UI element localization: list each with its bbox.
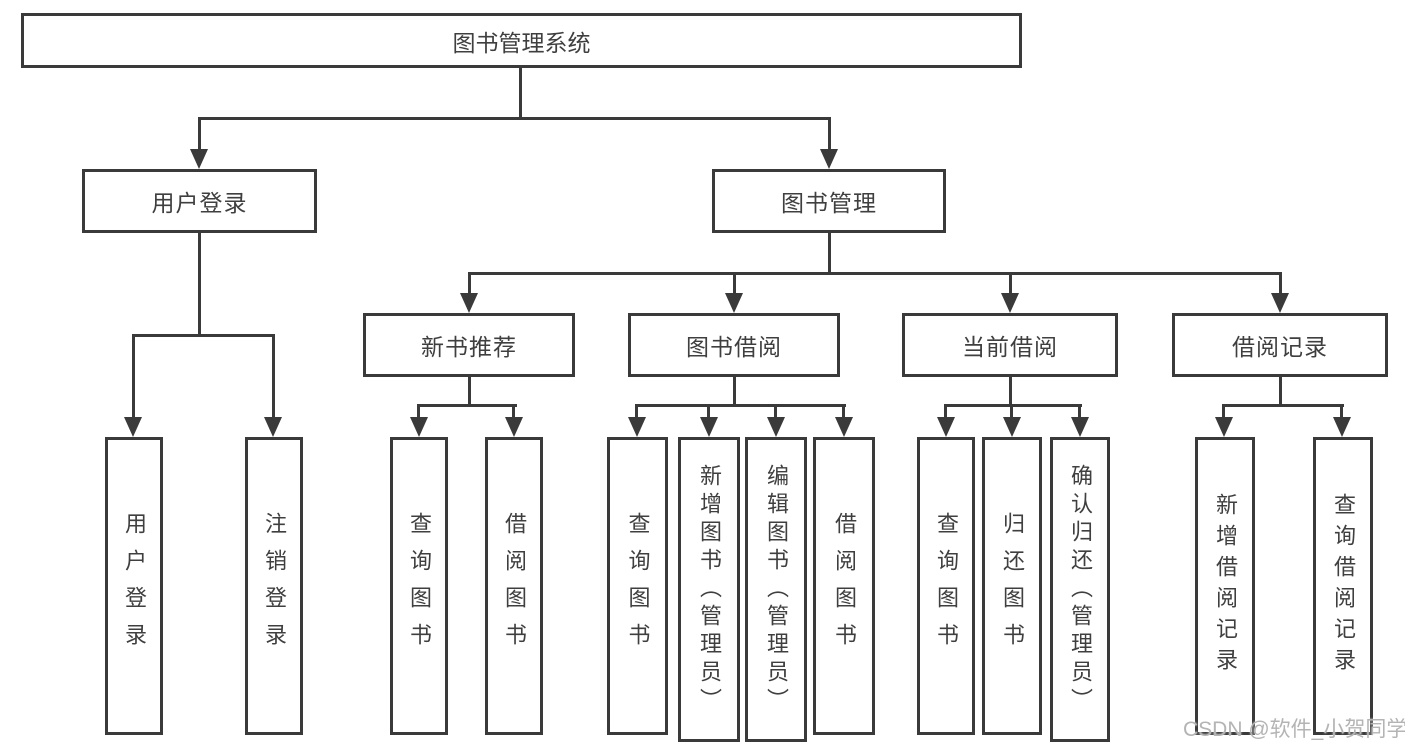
- arrow-down-icon: [820, 149, 838, 169]
- leaf-borrow-book-1: 借阅图书: [485, 437, 543, 735]
- leaf-confirm-return-admin: 确认归还（管理员）: [1050, 437, 1110, 742]
- leaf-user-login: 用户登录: [105, 437, 163, 735]
- leaf-return-book: 归还图书: [982, 437, 1042, 735]
- node-label: 借阅图书: [832, 512, 857, 660]
- connector-line: [417, 404, 420, 419]
- connector-line: [828, 233, 831, 273]
- node-label: 确认归还（管理员）: [1068, 463, 1093, 716]
- connector-line: [774, 404, 777, 419]
- connector-line: [1010, 404, 1013, 419]
- arrow-down-icon: [460, 293, 478, 313]
- node-label: 图书管理: [781, 190, 877, 216]
- node-label: 注销登录: [262, 512, 287, 660]
- node-label: 图书管理系统: [452, 29, 591, 56]
- node-label: 新增借阅记录: [1213, 493, 1238, 679]
- connector-line: [944, 404, 1082, 407]
- arrow-down-icon: [725, 293, 743, 313]
- arrow-down-icon: [700, 417, 718, 437]
- node-label: 图书借阅: [686, 334, 782, 360]
- connector-line: [417, 404, 517, 407]
- node-book-borrow: 图书借阅: [628, 313, 840, 377]
- node-new-book-recommend: 新书推荐: [363, 313, 575, 377]
- watermark: CSDN @软件_小贺同学: [1183, 718, 1405, 741]
- arrow-down-icon: [835, 417, 853, 437]
- leaf-query-borrow-record: 查询借阅记录: [1313, 437, 1373, 735]
- connector-line: [635, 404, 638, 419]
- node-label: 归还图书: [1000, 512, 1025, 660]
- arrow-down-icon: [410, 417, 428, 437]
- connector-line: [198, 117, 831, 120]
- node-label: 查询图书: [625, 512, 651, 660]
- arrow-down-icon: [124, 417, 142, 437]
- connector-line: [1009, 272, 1012, 295]
- connector-line: [198, 117, 201, 152]
- node-label: 当前借阅: [962, 334, 1058, 360]
- connector-line: [1279, 272, 1282, 295]
- node-label: 新书推荐: [421, 334, 517, 360]
- leaf-edit-book-admin: 编辑图书（管理员）: [745, 437, 807, 742]
- connector-line: [733, 272, 736, 295]
- connector-line: [1009, 377, 1012, 407]
- connector-line: [707, 404, 710, 419]
- connector-line: [468, 272, 1281, 275]
- connector-line: [468, 272, 471, 295]
- arrow-down-icon: [1003, 417, 1021, 437]
- connector-line: [1222, 404, 1344, 407]
- arrow-down-icon: [505, 417, 523, 437]
- connector-line: [132, 334, 135, 419]
- connector-line: [1222, 404, 1225, 419]
- connector-line: [944, 404, 947, 419]
- node-label: 查询借阅记录: [1331, 493, 1356, 679]
- connector-line: [828, 117, 831, 152]
- connector-line: [1340, 404, 1343, 419]
- connector-line: [468, 377, 471, 407]
- node-root-library-system: 图书管理系统: [21, 13, 1022, 68]
- arrow-down-icon: [1071, 417, 1089, 437]
- connector-line: [635, 404, 846, 407]
- node-label: 新增图书（管理员）: [697, 463, 722, 716]
- connector-line: [842, 404, 845, 419]
- arrow-down-icon: [628, 417, 646, 437]
- node-label: 查询图书: [934, 512, 959, 660]
- node-book-management: 图书管理: [712, 169, 946, 233]
- leaf-logout: 注销登录: [245, 437, 303, 735]
- leaf-add-book-admin: 新增图书（管理员）: [678, 437, 740, 742]
- connector-line: [733, 377, 736, 407]
- arrow-down-icon: [264, 417, 282, 437]
- node-label: 借阅记录: [1232, 334, 1328, 360]
- arrow-down-icon: [1333, 417, 1351, 437]
- leaf-query-book-3: 查询图书: [917, 437, 975, 735]
- connector-line: [1279, 377, 1282, 407]
- arrow-down-icon: [1271, 293, 1289, 313]
- node-current-borrow: 当前借阅: [902, 313, 1118, 377]
- arrow-down-icon: [190, 149, 208, 169]
- node-label: 查询图书: [407, 512, 432, 660]
- arrow-down-icon: [1001, 293, 1019, 313]
- arrow-down-icon: [1215, 417, 1233, 437]
- node-label: 借阅图书: [502, 512, 527, 660]
- node-user-login: 用户登录: [82, 169, 317, 233]
- leaf-borrow-book-2: 借阅图书: [813, 437, 875, 735]
- node-label: 编辑图书（管理员）: [764, 463, 789, 716]
- connector-line: [272, 334, 275, 419]
- connector-line: [512, 404, 515, 419]
- arrow-down-icon: [767, 417, 785, 437]
- node-label: 用户登录: [122, 512, 147, 660]
- connector-line: [132, 334, 274, 337]
- connector-line: [1078, 404, 1081, 419]
- node-label: 用户登录: [151, 190, 248, 216]
- leaf-query-book-2: 查询图书: [607, 437, 668, 735]
- connector-line: [519, 68, 522, 118]
- arrow-down-icon: [937, 417, 955, 437]
- leaf-query-book-1: 查询图书: [390, 437, 448, 735]
- leaf-add-borrow-record: 新增借阅记录: [1195, 437, 1255, 735]
- connector-line: [198, 233, 201, 335]
- node-borrow-record: 借阅记录: [1172, 313, 1388, 377]
